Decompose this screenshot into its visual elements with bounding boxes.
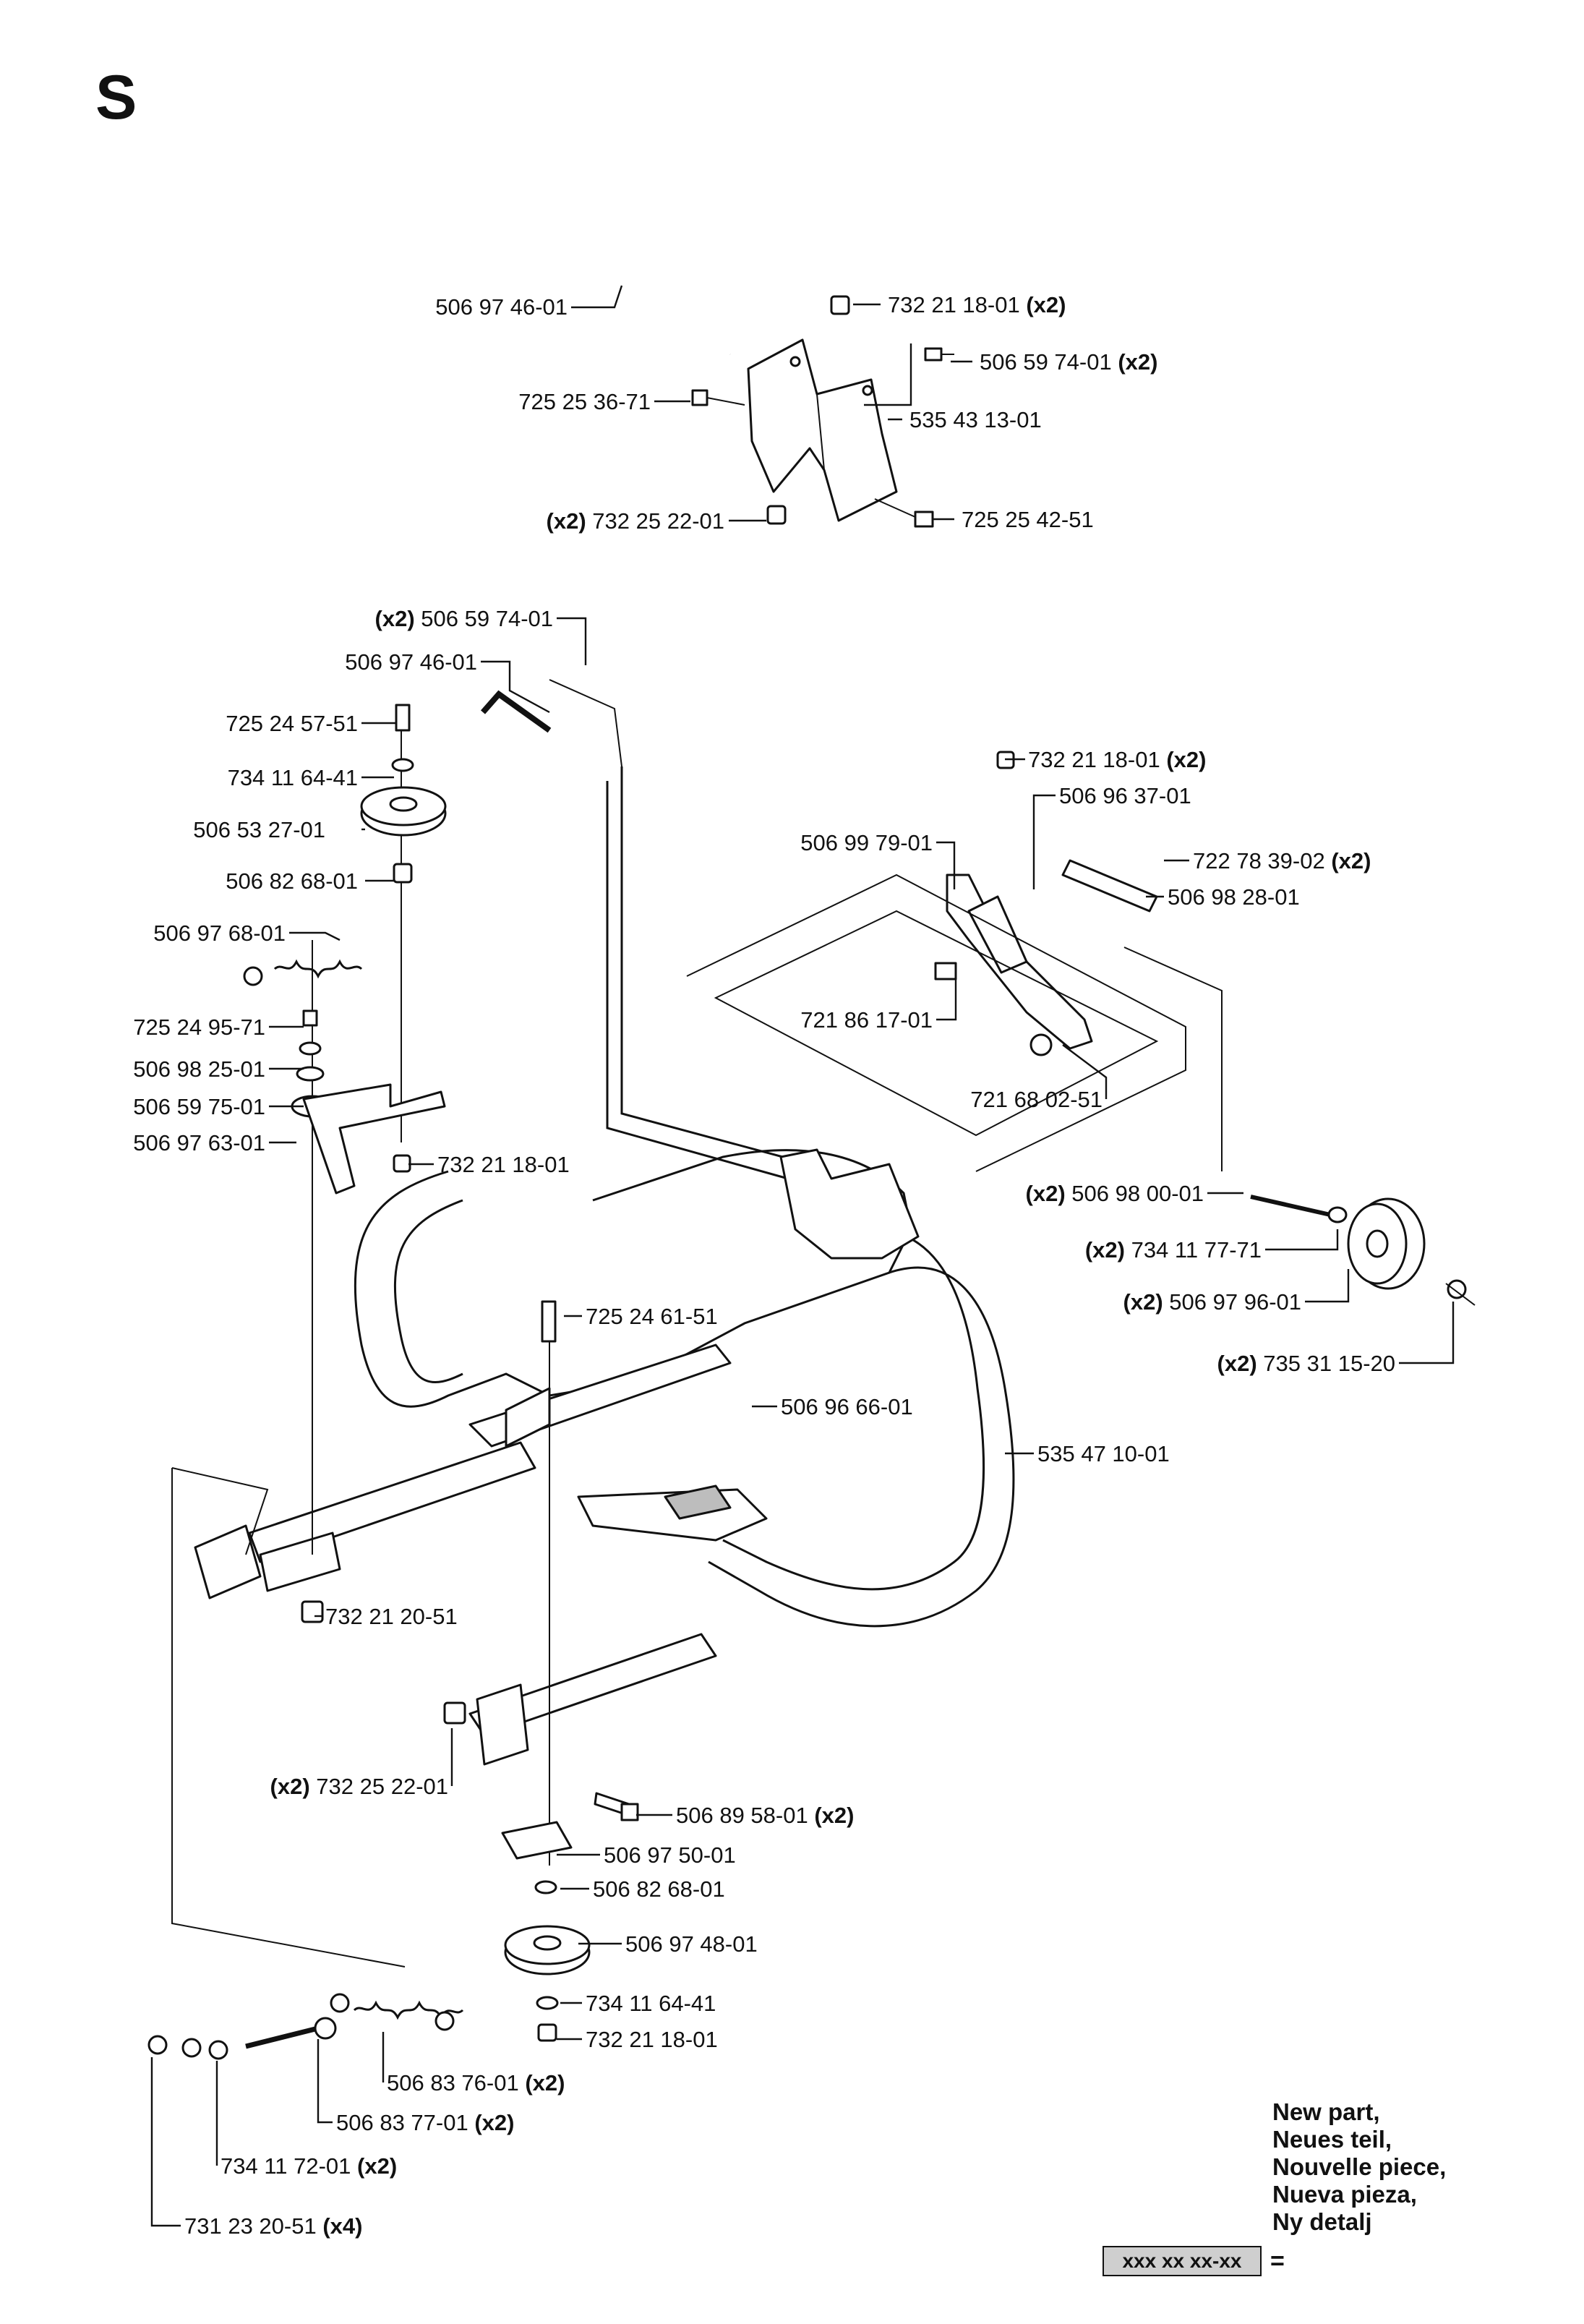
callout-label: 721 86 17-01 (800, 1007, 933, 1033)
legend-line: Nouvelle piece, (1272, 2153, 1447, 2180)
callout-label: 506 96 37-01 (1059, 783, 1191, 808)
legend-line: Neues teil, (1272, 2126, 1392, 2153)
callout-labels: 506 97 46-01 732 21 18-01 (x2) 506 59 74… (133, 292, 1395, 2239)
callout-label: 732 21 18-01 (437, 1152, 570, 1177)
callout-label: 535 43 13-01 (909, 407, 1042, 432)
legend-line: Nueva pieza, (1272, 2181, 1417, 2208)
callout-label: 506 53 27-01 (193, 817, 325, 842)
callout-label: 506 59 74-01 (x2) (980, 349, 1157, 375)
top-bracket-assembly (571, 270, 972, 528)
callout-label: 506 82 68-01 (593, 1876, 725, 1902)
callout-label: 734 11 64-41 (586, 1991, 716, 2016)
callout-label: (x2) 732 25 22-01 (547, 508, 724, 534)
callout-label: 506 97 50-01 (604, 1842, 736, 1868)
callout-label: 506 82 68-01 (226, 868, 358, 894)
callout-label: 734 11 64-41 (228, 765, 358, 790)
callout-label: 725 25 36-71 (518, 389, 651, 414)
legend-line: New part, (1272, 2098, 1380, 2125)
callout-label: (x2) 506 98 00-01 (1026, 1181, 1204, 1206)
callout-label: 506 97 46-01 (435, 294, 568, 320)
section-letter: S (95, 63, 137, 132)
new-part-legend: New part, Neues teil, Nouvelle piece, Nu… (1272, 2098, 1446, 2236)
callout-label: 506 97 68-01 (153, 920, 286, 946)
callout-label: 734 11 72-01 (x2) (221, 2153, 397, 2179)
callout-label: 725 24 61-51 (586, 1304, 718, 1329)
callout-label: 732 21 18-01 (x2) (1028, 747, 1206, 772)
callout-label: 506 98 28-01 (1168, 884, 1300, 910)
callout-leaders (150, 617, 1455, 2227)
callout-label: 506 96 66-01 (781, 1394, 913, 1419)
callout-label: 506 97 46-01 (345, 649, 477, 675)
callout-label: 506 89 58-01 (x2) (676, 1803, 854, 1828)
callout-label: 506 99 79-01 (800, 830, 933, 855)
callout-label: 506 97 63-01 (133, 1130, 265, 1155)
callout-label: 535 47 10-01 (1037, 1441, 1170, 1466)
callout-label: 732 21 20-51 (325, 1604, 458, 1629)
callout-label: 506 83 76-01 (x2) (387, 2070, 565, 2096)
callout-label: 506 98 25-01 (133, 1056, 265, 1082)
callout-label: 731 23 20-51 (x4) (184, 2213, 362, 2239)
callout-label: 732 21 18-01 (x2) (888, 292, 1066, 317)
callout-label: (x2) 506 97 96-01 (1123, 1289, 1301, 1315)
callout-label: (x2) 732 25 22-01 (270, 1774, 448, 1799)
legend-part-box: xxx xx xx-xx (1103, 2246, 1262, 2276)
callout-label: 725 25 42-51 (962, 507, 1094, 532)
callout-label: 722 78 39-02 (x2) (1193, 848, 1371, 873)
callout-label: (x2) 734 11 77-71 (1085, 1237, 1262, 1263)
callout-label: 506 83 77-01 (x2) (336, 2110, 514, 2135)
callout-label: 506 97 48-01 (625, 1931, 758, 1957)
legend-line: Ny detalj (1272, 2208, 1372, 2235)
bracket-plate (747, 338, 898, 522)
callout-label: (x2) 506 59 74-01 (375, 606, 553, 631)
callout-label: 506 59 75-01 (133, 1094, 265, 1119)
callout-label: 725 24 57-51 (226, 711, 358, 736)
legend-equals: = (1270, 2247, 1285, 2275)
main-frame-assembly (147, 679, 1476, 2060)
callout-label: 721 68 02-51 (970, 1087, 1103, 1112)
callout-label: 732 21 18-01 (586, 2027, 718, 2052)
callout-label: (x2) 735 31 15-20 (1217, 1351, 1395, 1376)
callout-label: 725 24 95-71 (133, 1014, 265, 1040)
